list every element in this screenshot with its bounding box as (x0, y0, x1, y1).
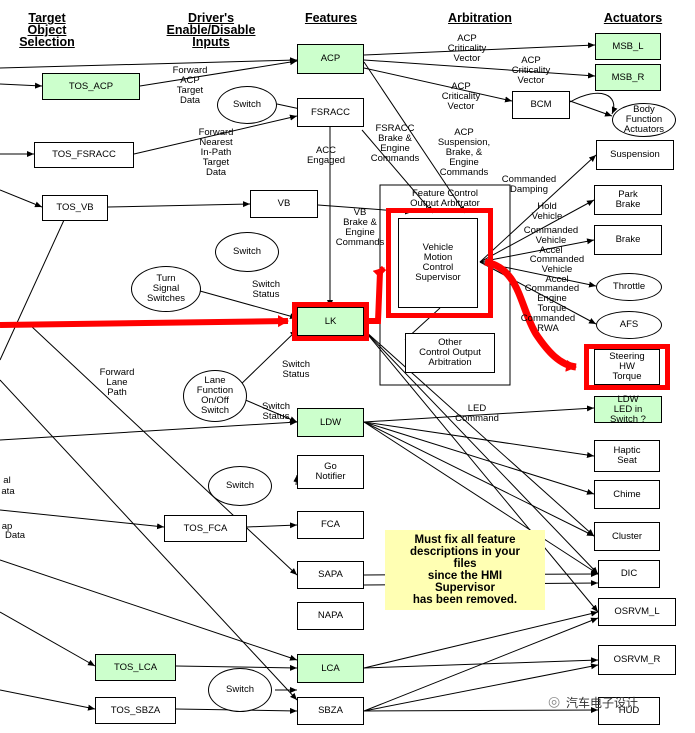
tos-acp-box: TOS_ACP (42, 73, 140, 100)
label-acp-criticality-2: ACP Criticality Vector (511, 55, 551, 86)
label-led-command: LED Command (455, 403, 499, 424)
park-brake-box: Park Brake (594, 185, 662, 215)
other-coa-box: Other Control Output Arbitration (405, 333, 495, 373)
osrvm-l-box: OSRVM_L (598, 598, 676, 626)
label-partial-data: Data (4, 530, 26, 541)
ldw-led-box: LDW LED in Switch ? (594, 394, 662, 424)
tos-lca-box: TOS_LCA (95, 654, 176, 681)
header-drivers-enable-disable: Driver's Enable/Disable Inputs (166, 11, 256, 49)
label-hold-vehicle: Hold Vehicle (531, 201, 563, 222)
dic-box: DIC (598, 560, 660, 588)
watermark-text: 汽车电子设计 (566, 696, 639, 710)
feature-sapa-box: SAPA (297, 561, 364, 589)
header-features: Features (304, 11, 358, 25)
tos-fsracc-box: TOS_FSRACC (34, 142, 134, 168)
label-commanded-rwa: Commanded RWA (520, 313, 576, 334)
label-switch-status-2: Switch Status (282, 359, 310, 380)
cluster-box: Cluster (594, 522, 660, 551)
switch-ellipse-3: Switch (208, 466, 272, 506)
fcoa-title: Feature Control Output Arbitrator (410, 188, 480, 209)
label-acc-engaged: ACC Engaged (306, 145, 346, 166)
feature-ldw-box: LDW (297, 408, 364, 437)
tos-vb-box: TOS_VB (42, 195, 108, 221)
switch-ellipse-1: Switch (217, 86, 277, 124)
tos-sbza-box: TOS_SBZA (95, 697, 176, 724)
tos-fca-box: TOS_FCA (164, 515, 247, 542)
label-commanded-damping: Commanded Damping (501, 174, 557, 195)
highlight-steering (584, 344, 670, 390)
label-forward-acp-target: Forward ACP Target Data (172, 65, 208, 106)
suspension-box: Suspension (596, 140, 674, 170)
feature-go-notifier-box: Go Notifier (297, 455, 364, 489)
label-partial-ata: ata (1, 486, 15, 497)
label-forward-nearest: Forward Nearest In-Path Target Data (198, 127, 234, 178)
label-switch-status-1: Switch Status (252, 279, 280, 300)
watermark-logo-icon: ◎ (548, 694, 561, 710)
chime-box: Chime (594, 480, 660, 509)
msb-l-box: MSB_L (595, 33, 661, 60)
label-fsracc-commands: FSRACC Brake & Engine Commands (370, 123, 420, 164)
feature-napa-box: NAPA (297, 602, 364, 630)
switch-ellipse-2: Switch (215, 232, 279, 272)
feature-vb-box: VB (250, 190, 318, 218)
label-commanded-vehicle-accel: Commanded Vehicle Accel (523, 225, 579, 256)
feature-sbza-box: SBZA (297, 697, 364, 725)
label-commanded-engine-torque: Commanded Engine Torque (524, 283, 580, 314)
highlight-vmcs (386, 208, 493, 318)
feature-acp-box: ACP (297, 44, 364, 74)
osrvm-r-box: OSRVM_R (598, 645, 676, 675)
label-partial-ap: ap (1, 521, 13, 532)
label-vb-commands: VB Brake & Engine Commands (335, 207, 385, 248)
vmcs-box: Vehicle Motion Control Supervisor (398, 218, 478, 308)
bcm-box: BCM (512, 91, 570, 119)
feature-lca-box: LCA (297, 654, 364, 683)
header-actuators: Actuators (603, 11, 663, 25)
hud-box: HUD (598, 697, 660, 725)
turn-signal-ellipse: Turn Signal Switches (131, 266, 201, 312)
steering-box: Steering HW Torque (594, 349, 660, 385)
brake-box: Brake (594, 225, 662, 255)
feature-lk-box: LK (297, 307, 364, 336)
header-target-object-selection: Target Object Selection (19, 11, 75, 49)
feature-fsracc-box: FSRACC (297, 98, 364, 127)
lane-function-ellipse: Lane Function On/Off Switch (183, 370, 247, 422)
hmi-supervisor-note: Must fix all feature descriptions in you… (385, 530, 545, 610)
label-switch-status-3: Switch Status (262, 401, 290, 422)
body-function-ellipse: Body Function Actuators (612, 103, 676, 137)
header-arbitration: Arbitration (448, 11, 512, 25)
haptic-seat-box: Haptic Seat (594, 440, 660, 472)
afs-ellipse: AFS (596, 311, 662, 339)
feature-fca-box: FCA (297, 511, 364, 539)
label-acp-suspension: ACP Suspension, Brake, & Engine Commands (437, 127, 491, 178)
label-commanded-vehicle-accel-2: Commanded Vehicle Accel (529, 254, 585, 285)
highlight-lk (292, 302, 369, 341)
label-partial-al: al (3, 475, 11, 486)
label-acp-criticality-1: ACP Criticality Vector (447, 33, 487, 64)
throttle-ellipse: Throttle (596, 273, 662, 301)
switch-ellipse-4: Switch (208, 668, 272, 712)
msb-r-box: MSB_R (595, 64, 661, 91)
label-forward-lane-path: Forward Lane Path (99, 367, 135, 398)
label-acp-criticality-3: ACP Criticality Vector (441, 81, 481, 112)
